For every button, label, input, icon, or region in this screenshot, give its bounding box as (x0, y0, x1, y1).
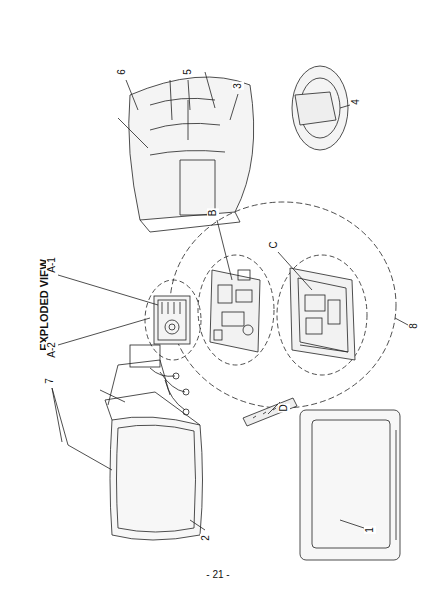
callout-number: 5 (182, 68, 194, 76)
callout-number: 8 (408, 322, 420, 330)
callout-number: 1 (364, 526, 376, 534)
callout-number: D (278, 403, 290, 412)
page-number: - 21 - (205, 569, 230, 581)
callout-number: 2 (200, 534, 212, 542)
callout-number: B (207, 209, 219, 218)
callout-number: 3 (232, 82, 244, 90)
callout-number: C (268, 240, 280, 249)
callout-number: 7 (44, 377, 56, 385)
callout-number: A-2 (46, 341, 58, 359)
callout-number: 4 (350, 98, 362, 106)
callout-number: 6 (116, 68, 128, 76)
callout-number: A-1 (46, 256, 58, 274)
